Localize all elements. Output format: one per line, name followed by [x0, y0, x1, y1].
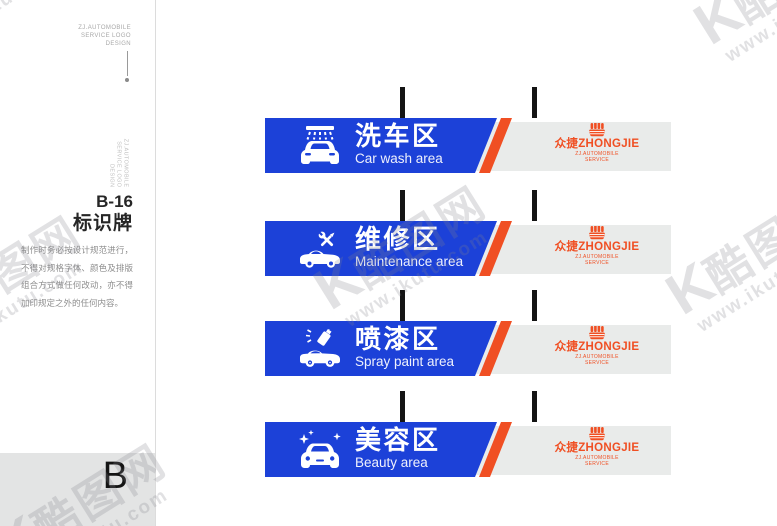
- sign-title-zh: 喷漆区: [355, 324, 441, 354]
- caption-tick-line: [127, 51, 128, 76]
- vertical-caption: ZJ.AUTOMOBILE SERVICE LOGO DESIGN: [108, 96, 129, 188]
- section-code: B-16: [96, 192, 133, 211]
- sign-title-en: Car wash area: [355, 151, 443, 166]
- sign-title-en: Spray paint area: [355, 354, 455, 369]
- sign-title-zh: 洗车区: [355, 121, 441, 151]
- logo-caption: ZJ.AUTOMOBILE SERVICE LOGO DESIGN: [38, 24, 131, 48]
- section-heading: B-16 标识牌: [18, 192, 133, 235]
- logo-caption-line: SERVICE LOGO: [80, 33, 131, 39]
- brand-subtitle-line: SERVICE: [585, 260, 609, 266]
- sign-maintenance: 维修区 Maintenance area 众捷ZHONGJIE ZJ.AUTOM…: [265, 190, 671, 276]
- sign-title-en: Maintenance area: [355, 254, 464, 269]
- brand-name-zh: 众捷: [554, 341, 579, 353]
- hanger-rod: [400, 391, 405, 422]
- hanger-rod: [532, 391, 537, 422]
- sign-logo-panel: [475, 426, 671, 475]
- brand-subtitle-line: ZJ.AUTOMOBILE: [575, 151, 619, 157]
- page-letter: B: [102, 455, 128, 497]
- brand-subtitle-line: ZJ.AUTOMOBILE: [575, 354, 619, 360]
- logo-caption-line: DESIGN: [105, 41, 131, 47]
- sign-car-wash: 洗车区 Car wash area 众捷ZHONGJIE ZJ.AUTOMOBI…: [265, 87, 671, 173]
- zhongjie-emblem-icon: [589, 326, 605, 340]
- brand-subtitle-line: SERVICE: [585, 157, 609, 163]
- spray-paint-icon: [300, 329, 340, 367]
- vertical-caption-line: ZJ.AUTOMOBILE: [122, 138, 129, 188]
- spec-note: 制作时务必按设计规范进行，不得对规格字体、颜色及排版组合方式做任何改动，亦不得加…: [21, 245, 133, 308]
- brand-name: 众捷ZHONGJIE: [527, 241, 667, 254]
- sign-logo-panel: [475, 122, 671, 171]
- brand-name-en: ZHONGJIE: [578, 442, 640, 454]
- caption-tick-dot: [125, 78, 129, 82]
- zhongjie-emblem-icon: [589, 226, 605, 240]
- brand-logo: 众捷ZHONGJIE ZJ.AUTOMOBILE SERVICE: [527, 226, 667, 266]
- brand-logo: 众捷ZHONGJIE ZJ.AUTOMOBILE SERVICE: [527, 427, 667, 467]
- page-index-block: B: [0, 453, 155, 526]
- sign-titles: 美容区 Beauty area: [355, 425, 441, 470]
- sign-logo-panel: [475, 325, 671, 374]
- sign-titles: 喷漆区 Spray paint area: [355, 324, 454, 369]
- watermark: K酷图网 www.ikutu.com: [654, 181, 777, 337]
- sign-blue-panel: [265, 321, 497, 376]
- sign-titles: 维修区 Maintenance area: [355, 224, 463, 269]
- sign-beauty: 美容区 Beauty area 众捷ZHONGJIE ZJ.AUTOMOBILE…: [265, 391, 671, 477]
- sidebar-divider: [155, 0, 156, 526]
- brand-name: 众捷ZHONGJIE: [527, 138, 667, 151]
- brand-name: 众捷ZHONGJIE: [527, 442, 667, 455]
- vertical-caption-line: SERVICE LOGO: [115, 141, 122, 188]
- sign-titles: 洗车区 Car wash area: [355, 121, 443, 166]
- brand-subtitle-line: ZJ.AUTOMOBILE: [575, 254, 619, 260]
- brand-subtitle-line: SERVICE: [585, 360, 609, 366]
- zhongjie-emblem-icon: [589, 123, 605, 137]
- maintenance-icon: [300, 231, 340, 268]
- hanger-rod: [532, 190, 537, 221]
- sign-title-en: Beauty area: [355, 455, 428, 470]
- hanger-rod: [400, 290, 405, 321]
- section-title: 标识牌: [72, 213, 133, 234]
- brand-name-zh: 众捷: [554, 442, 579, 454]
- sign-title-zh: 维修区: [355, 224, 441, 254]
- hanger-rod: [400, 87, 405, 118]
- brand-subtitle: ZJ.AUTOMOBILE SERVICE: [527, 455, 667, 467]
- brand-subtitle: ZJ.AUTOMOBILE SERVICE: [527, 254, 667, 266]
- brand-name-en: ZHONGJIE: [578, 138, 640, 150]
- sign-spray-paint: 喷漆区 Spray paint area 众捷ZHONGJIE ZJ.AUTOM…: [265, 290, 671, 376]
- logo-caption-line: ZJ.AUTOMOBILE: [78, 25, 131, 31]
- hanger-rod: [400, 190, 405, 221]
- brand-name-en: ZHONGJIE: [578, 341, 640, 353]
- brand-name-zh: 众捷: [554, 138, 579, 150]
- car-wash-icon: [301, 126, 339, 164]
- sign-blue-panel: [265, 221, 497, 276]
- brand-subtitle: ZJ.AUTOMOBILE SERVICE: [527, 354, 667, 366]
- brand-name: 众捷ZHONGJIE: [527, 341, 667, 354]
- sign-logo-panel: [475, 225, 671, 274]
- brand-subtitle: ZJ.AUTOMOBILE SERVICE: [527, 151, 667, 163]
- brand-logo: 众捷ZHONGJIE ZJ.AUTOMOBILE SERVICE: [527, 123, 667, 163]
- car-beauty-icon: [299, 430, 341, 468]
- sign-title-zh: 美容区: [355, 425, 441, 455]
- watermark: K酷图网 www.ikutu.com: [682, 0, 777, 67]
- hanger-rod: [532, 290, 537, 321]
- brand-name-zh: 众捷: [554, 241, 579, 253]
- brand-name-en: ZHONGJIE: [578, 241, 640, 253]
- vertical-caption-line: DESIGN: [108, 164, 115, 188]
- brand-subtitle-line: ZJ.AUTOMOBILE: [575, 455, 619, 461]
- brand-logo: 众捷ZHONGJIE ZJ.AUTOMOBILE SERVICE: [527, 326, 667, 366]
- brand-subtitle-line: SERVICE: [585, 461, 609, 467]
- hanger-rod: [532, 87, 537, 118]
- zhongjie-emblem-icon: [589, 427, 605, 441]
